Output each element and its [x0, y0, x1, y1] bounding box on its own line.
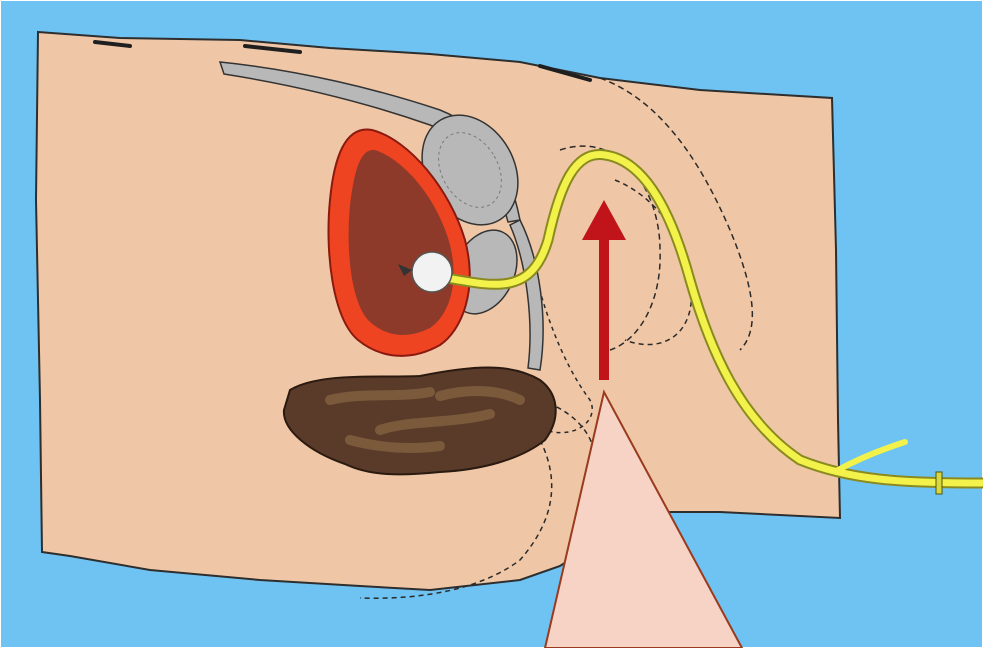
catheter-balloon-icon — [412, 252, 452, 292]
catheter-connector — [936, 472, 942, 494]
pointer-arrow-shaft — [599, 236, 609, 380]
